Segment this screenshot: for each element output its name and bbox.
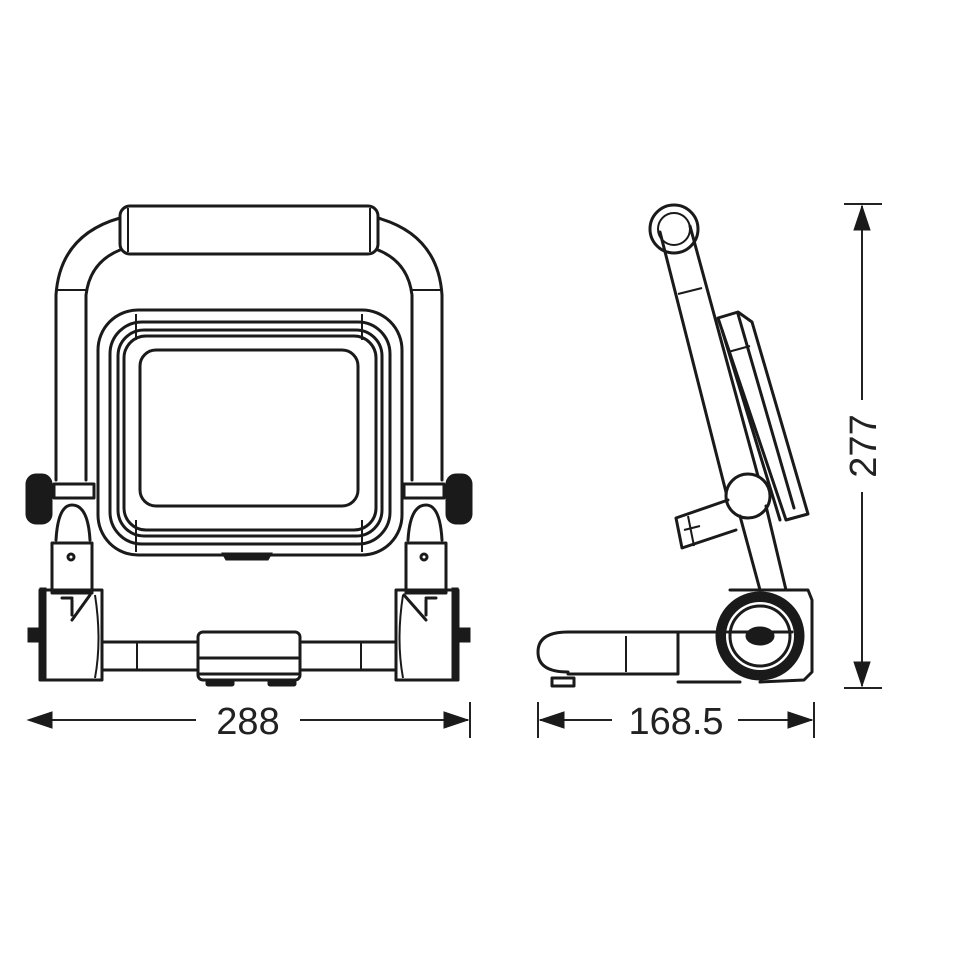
side-hinge <box>724 472 772 520</box>
front-view <box>25 204 473 687</box>
base-knob <box>715 588 814 684</box>
height-label: 277 <box>843 414 885 477</box>
side-foot <box>536 630 742 688</box>
lower-leg <box>738 504 788 592</box>
left-hinge <box>25 473 104 682</box>
stand-arm <box>658 230 730 502</box>
frame-tube <box>54 216 444 482</box>
led-panel <box>138 348 360 508</box>
carry-handle <box>118 204 380 256</box>
width-label: 288 <box>216 701 279 743</box>
side-bracket <box>674 498 738 550</box>
depth-label: 168.5 <box>628 701 723 743</box>
right-knob-icon <box>445 473 473 525</box>
handle-loop <box>648 203 700 255</box>
height-dimension: 277 <box>843 203 885 689</box>
left-knob-icon <box>25 473 53 525</box>
foot-block <box>196 630 302 687</box>
right-hinge <box>394 473 473 682</box>
switch-bump <box>221 552 273 561</box>
depth-dimension: 168.5 <box>537 701 815 743</box>
lamp-body-side <box>716 310 810 522</box>
width-dimension: 288 <box>26 701 471 743</box>
side-view <box>536 203 814 688</box>
lamp-housing <box>96 308 404 557</box>
